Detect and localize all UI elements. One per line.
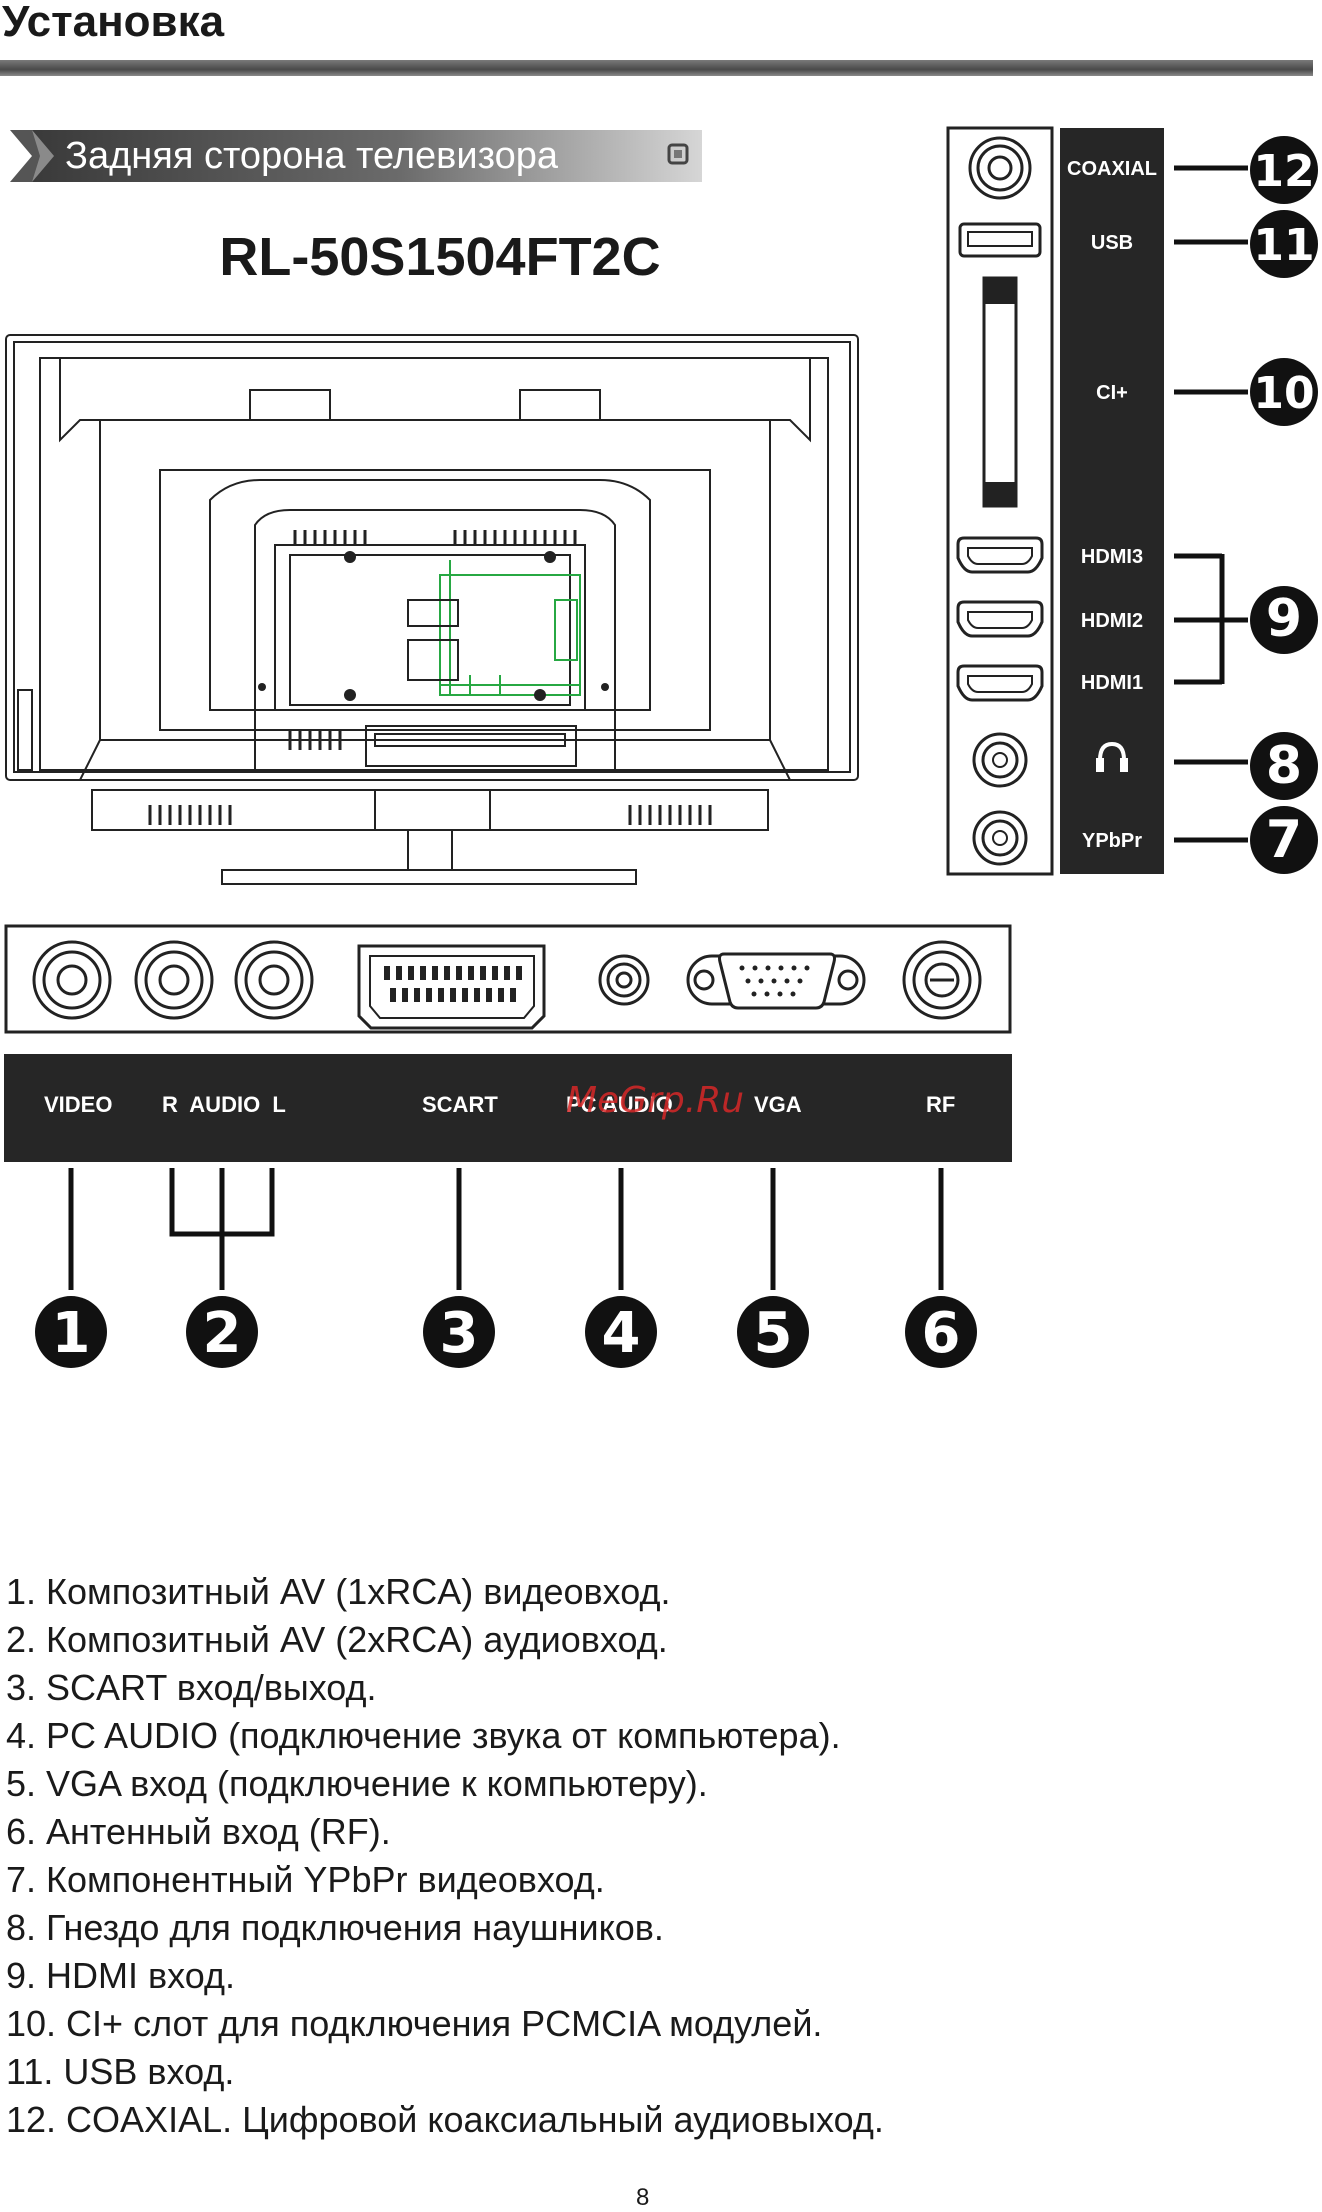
callout-12-number: 12 [1253,146,1314,197]
tv-rear-illustration [5,334,859,885]
vga-label: VGA [754,1092,802,1117]
callout-2-number: 2 [203,1301,242,1366]
usb-label: USB [1091,232,1133,254]
callout-1 [35,1296,107,1368]
audio-label: R AUDIO L [162,1092,286,1117]
list-item: 8. Гнездо для подключения наушников. [6,1907,664,1948]
headphone-jack-icon [972,732,1028,788]
list-item: 4. PC AUDIO (подключение звука от компью… [6,1715,841,1756]
usb-port-icon [958,222,1042,258]
audio-l-jack-icon [234,940,314,1020]
video-jack-icon [32,940,112,1020]
callout-3 [423,1296,495,1368]
list-item: 7. Компонентный YPbPr видеовход. [6,1859,605,1900]
section-banner: Задняя сторона телевизора [10,130,702,182]
callout-7 [1250,806,1318,874]
list-item: 1. Композитный AV (1xRCA) видеовход. [6,1571,671,1612]
list-item: 9. HDMI вход. [6,1955,235,1996]
bottom-connector-panel [4,924,1012,1034]
rf-antenna-port-icon [902,940,982,1020]
video-label: VIDEO [44,1092,113,1117]
list-item: 5. VGA вход (подключение к компьютеру). [6,1763,708,1804]
callout-5-number: 5 [754,1301,793,1366]
callout-11 [1250,210,1318,278]
callout-9-number: 9 [1266,589,1302,649]
callout-10-number: 10 [1253,368,1314,419]
callout-8-number: 8 [1266,736,1302,796]
audio-r-jack-icon [134,940,214,1020]
callout-4-number: 4 [602,1301,641,1366]
banner-background [10,130,702,182]
list-item: 2. Композитный AV (2xRCA) аудиовход. [6,1619,668,1660]
page-number: 8 [636,2184,650,2211]
rf-label: RF [926,1092,956,1117]
ypbpr-label: YPbPr [1082,830,1142,852]
watermark: MeGrp.Ru [566,1080,745,1121]
callout-11-number: 11 [1253,220,1314,271]
callout-8 [1250,732,1318,800]
list-item: 10. CI+ слот для подключения PCMCIA моду… [6,2003,823,2044]
list-item: 6. Антенный вход (RF). [6,1811,391,1852]
ci-label: CI+ [1096,382,1128,404]
scart-label: SCART [422,1092,498,1117]
side-connector-panel: 12 11 10 9 8 7 COAXIAL USB CI+ HDMI3 HDM… [946,126,1318,876]
callout-9 [1250,586,1318,654]
bottom-callouts: 1 2 3 4 5 6 [35,1168,977,1368]
hdmi3-label: HDMI3 [1081,546,1143,568]
callout-1-number: 1 [52,1301,91,1366]
model-number: RL-50S1504FT2C [219,227,661,287]
scart-port-icon [357,944,546,1030]
title-divider [0,60,1313,76]
coaxial-port-icon [968,136,1032,200]
callout-12 [1250,136,1318,204]
bottom-label-strip: VIDEO R AUDIO L SCART PC AUDIO VGA RF Me… [4,1054,1012,1162]
ci-slot-icon [982,276,1018,508]
vga-port-icon [686,952,866,1010]
connector-description-list: 1. Композитный AV (1xRCA) видеовход. 2. … [6,1568,884,2144]
coaxial-label: COAXIAL [1067,158,1157,180]
callout-4 [585,1296,657,1368]
ypbpr-jack-icon [972,810,1028,866]
list-item: 3. SCART вход/выход. [6,1667,377,1708]
pc-audio-label: PC AUDIO [566,1092,673,1117]
hdmi3-port-icon [956,536,1044,574]
hdmi1-port-icon [956,664,1044,702]
callout-6 [905,1296,977,1368]
callout-7-number: 7 [1266,810,1302,870]
pc-audio-jack-icon [598,954,650,1006]
callout-10 [1250,358,1318,426]
callout-2 [186,1296,258,1368]
callout-5 [737,1296,809,1368]
hdmi1-label: HDMI1 [1081,672,1143,694]
callout-6-number: 6 [922,1301,961,1366]
page-title: Установка [2,0,225,46]
callout-3-number: 3 [440,1301,479,1366]
list-item: 12. COAXIAL. Цифровой коаксиальный аудио… [6,2099,884,2140]
list-item: 11. USB вход. [6,2051,235,2092]
hdmi2-port-icon [956,600,1044,638]
square-icon [667,143,689,165]
headphone-icon [1098,741,1126,768]
hdmi2-label: HDMI2 [1081,610,1143,632]
banner-title: Задняя сторона телевизора [65,135,558,177]
